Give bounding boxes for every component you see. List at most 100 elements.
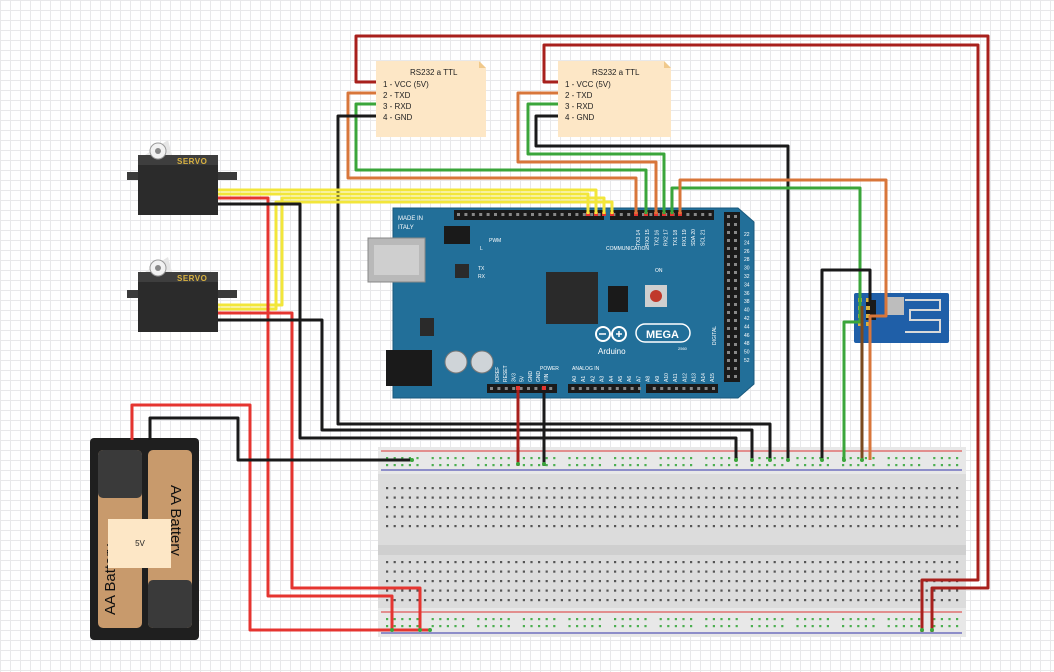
pin-label: 32 [744, 274, 750, 280]
wire-servo-2-power [218, 311, 422, 630]
arduino-logo [595, 326, 627, 342]
wire-battery-negative [148, 416, 412, 462]
arduino-mega-board: MADE IN ITALY PWM L COMMUNICATION TX RX … [367, 207, 755, 399]
pin-label: 30 [744, 266, 750, 272]
wire-servo-1-signal-b [218, 192, 590, 214]
power-jack [386, 350, 432, 386]
pin-label: A0 [572, 376, 578, 382]
rs232-note-2: RS232 a TTL 1 - VCC (5V) 2 - TXD 3 - RXD… [558, 61, 671, 137]
digital-label: DIGITAL [712, 326, 718, 345]
wire-esp-orange [678, 178, 888, 460]
esp8266-module [854, 293, 949, 343]
pin-label: A8 [646, 376, 652, 382]
note-pin-vcc: 1 - VCC (5V) [383, 80, 429, 89]
wire-rxd-converter-2 [526, 102, 666, 214]
wire-rxd-converter-1 [354, 102, 648, 214]
wire-vcc-converter-1 [354, 34, 990, 632]
pin-label: 28 [744, 257, 750, 263]
battery-label: AA Battery [167, 485, 184, 556]
pin-label: 24 [744, 240, 750, 246]
pin-label: 42 [744, 316, 750, 322]
pin-label: A6 [627, 376, 633, 382]
capacitor [470, 350, 494, 374]
pin-label: 34 [744, 282, 750, 288]
note-pin-vcc: 1 - VCC (5V) [565, 80, 611, 89]
note-title: RS232 a TTL [410, 68, 458, 77]
note-pin-gnd: 4 - GND [383, 113, 413, 122]
wire-servo-1-signal [218, 188, 598, 214]
wire-esp-black [820, 268, 872, 460]
wire-servo-1-power [218, 196, 394, 630]
pin-label: GND [528, 371, 534, 383]
header-top-left [454, 210, 604, 220]
pin-label: 38 [744, 299, 750, 305]
pin-label: RESET [503, 365, 509, 382]
wire-servo-1-ground [218, 202, 738, 460]
tx-led-label: TX [478, 266, 485, 272]
l-led-label: L [480, 246, 483, 252]
pin-label: IOREF [495, 367, 501, 382]
pin-label: A5 [618, 376, 624, 382]
battery-pack: AA Battery AA Battery 5V [90, 438, 199, 640]
analog-in-label: ANALOG IN [572, 366, 600, 372]
pin-label: RX3 15 [645, 229, 651, 246]
pin-label: 52 [744, 358, 750, 364]
wires [130, 34, 990, 632]
pin-label: 44 [744, 324, 750, 330]
pin-label: 36 [744, 291, 750, 297]
wire-gnd-converter-2 [534, 114, 790, 460]
header-analog-high [646, 384, 718, 393]
wire-gnd-converter-1 [336, 114, 772, 460]
pin-label: 26 [744, 249, 750, 255]
wire-txd-converter-1 [346, 91, 638, 214]
pin-label: TX3 14 [636, 230, 642, 246]
pin-label: A4 [609, 376, 615, 382]
pin-label: A15 [710, 373, 716, 382]
wire-txd-converter-2 [516, 91, 658, 214]
note-pin-rxd: 3 - RXD [565, 102, 594, 111]
rx-led-label: RX [478, 274, 486, 280]
pin-label: VIN [544, 373, 550, 382]
made-in-label: MADE IN [398, 216, 423, 222]
pin-label: 50 [744, 350, 750, 356]
pin-label: TX1 18 [673, 230, 679, 246]
on-led-label: ON [655, 268, 663, 274]
mcu-chip [546, 272, 598, 324]
servo-label: SERVO [177, 274, 207, 283]
pin-label: SDA 20 [691, 229, 697, 246]
pin-label: A14 [701, 373, 707, 382]
pin-label: A9 [655, 376, 661, 382]
wire-servo-2-ground [218, 318, 754, 460]
note-pin-txd: 2 - TXD [383, 91, 411, 100]
voltage-note [108, 519, 171, 568]
pin-label: RX1 19 [682, 229, 688, 246]
pin-label: A1 [581, 376, 587, 382]
pin-label: 40 [744, 308, 750, 314]
pin-label: A10 [664, 373, 670, 382]
pin-label: GND [536, 371, 542, 383]
pin-label: A11 [673, 373, 679, 382]
capacitor [444, 350, 468, 374]
pin-label: A12 [682, 373, 688, 382]
pin-label: 3V3 [511, 373, 517, 382]
header-digital-right [724, 212, 740, 382]
pin-label: 22 [744, 232, 750, 238]
servo-label: SERVO [177, 157, 207, 166]
note-pin-txd: 2 - TXD [565, 91, 593, 100]
servo-2: SERVO [127, 257, 237, 332]
note-pin-rxd: 3 - RXD [383, 102, 412, 111]
pin-label: 46 [744, 333, 750, 339]
pwm-label: PWM [489, 238, 501, 244]
note-title: RS232 a TTL [592, 68, 640, 77]
wire-esp-green [670, 186, 862, 460]
wire-servo-2-signal-b [218, 200, 614, 311]
arduino-brand: Arduino [598, 347, 626, 356]
pin-label: TX2 16 [654, 230, 660, 246]
voltage-note-text: 5V [135, 539, 145, 548]
pin-label: A13 [692, 373, 698, 382]
wire-vcc-converter-2 [542, 43, 980, 632]
pin-label: 5V [520, 375, 526, 382]
model-suffix: 2560 [678, 346, 688, 351]
pin-label: A7 [636, 376, 642, 382]
